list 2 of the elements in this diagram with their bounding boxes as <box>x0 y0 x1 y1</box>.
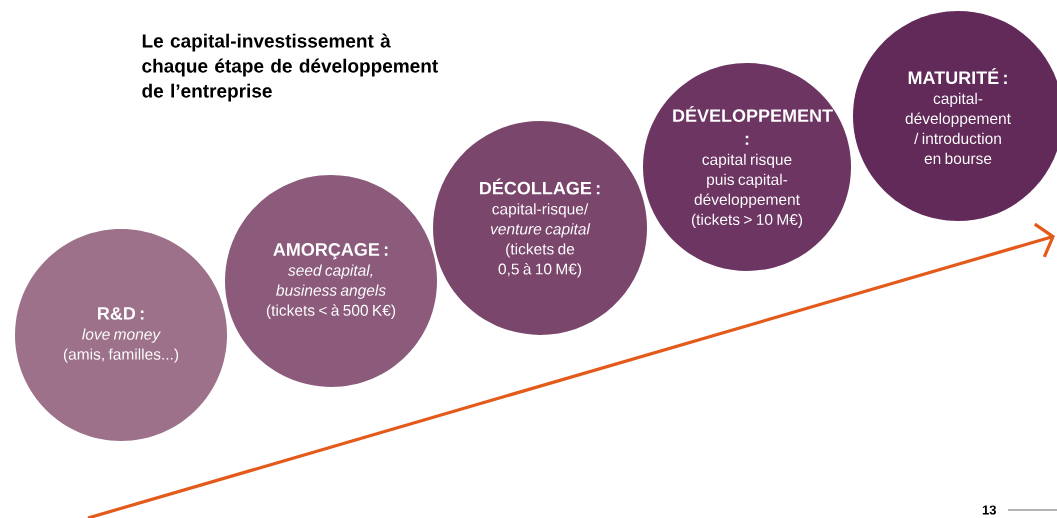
title: Le capital-investissement à chaque étape de développement de l’entreprise <box>142 33 438 102</box>
page-number: 13 <box>982 505 996 515</box>
